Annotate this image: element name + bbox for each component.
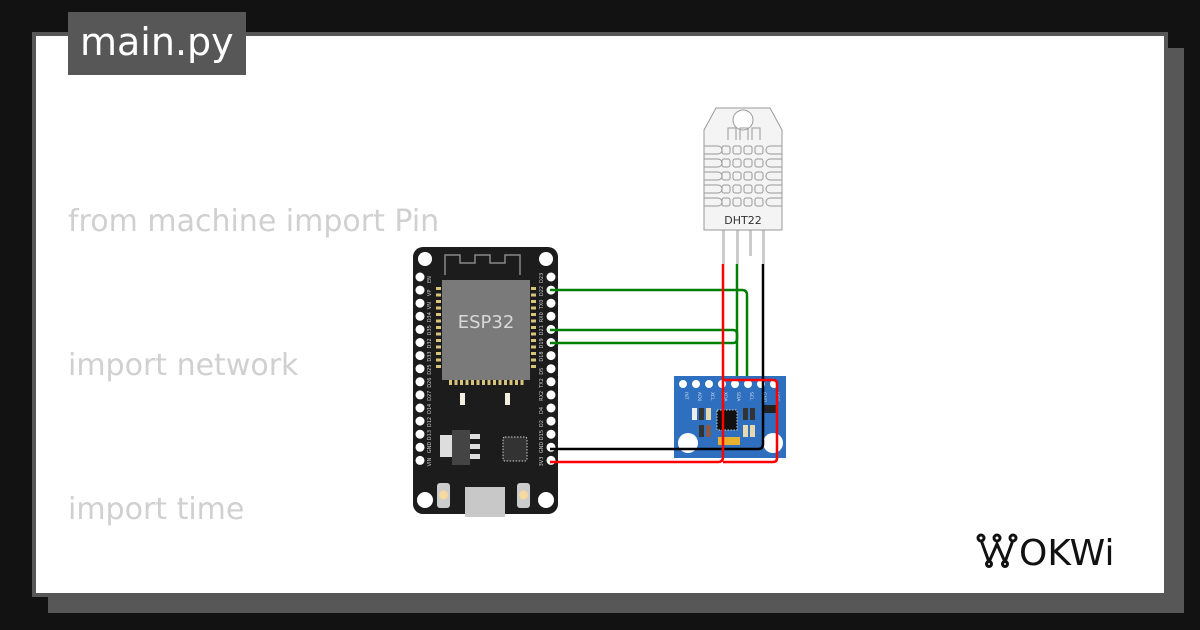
dht22-sensor[interactable]: DHT22 xyxy=(703,107,783,264)
mpu-pin-label: XCL xyxy=(709,392,715,401)
pin-label: D27 xyxy=(427,391,433,401)
code-line: import time xyxy=(68,492,245,527)
pin-label: D21 xyxy=(539,325,545,335)
wire-gnd xyxy=(550,264,765,451)
pin-label: D35 xyxy=(427,325,433,335)
pin-d23[interactable] xyxy=(546,272,556,282)
pin-label: D34 xyxy=(427,312,433,322)
mpu-pin-label: SCL xyxy=(748,392,754,401)
pin-rx0[interactable] xyxy=(546,311,556,321)
esp32-chip-label: ESP32 xyxy=(458,312,515,333)
pin-label: RX2 xyxy=(539,391,545,401)
pin-label: D13 xyxy=(427,430,433,440)
mpu-pin-label: XDA xyxy=(722,392,728,402)
pin-rx2[interactable] xyxy=(546,390,556,400)
pin-label: D25 xyxy=(427,364,433,374)
pin-d5[interactable] xyxy=(546,364,556,374)
pin-label: TX0 xyxy=(539,300,545,311)
pin-d33[interactable] xyxy=(415,351,425,361)
pin-label: EN xyxy=(427,276,433,283)
wire-sda xyxy=(550,328,739,345)
dht22-label: DHT22 xyxy=(724,214,761,227)
pin-label: 3V3 xyxy=(539,457,545,467)
pin-d26[interactable] xyxy=(415,377,425,387)
pin-d32[interactable] xyxy=(415,338,425,347)
pin-gnd[interactable] xyxy=(546,442,556,452)
pin-tx2[interactable] xyxy=(546,377,556,387)
project-card: from machine import Pin import network i… xyxy=(32,32,1168,597)
pin-d35[interactable] xyxy=(415,324,425,334)
pin-d2[interactable] xyxy=(546,416,556,426)
pin-d12[interactable] xyxy=(415,416,425,426)
pin-label: GND xyxy=(539,442,545,454)
pin-label: D26 xyxy=(427,378,433,388)
code-preview: from machine import Pin import network i… xyxy=(68,102,636,593)
pin-d25[interactable] xyxy=(415,364,425,374)
pin-label: TX2 xyxy=(539,378,545,389)
pin-label: D12 xyxy=(427,417,433,427)
code-line: import network xyxy=(68,348,299,383)
pin-label: D14 xyxy=(427,404,433,414)
pin-3v3[interactable] xyxy=(546,455,556,465)
pin-label: VN xyxy=(427,302,433,309)
mpu-pin-label: SDA xyxy=(735,392,741,402)
mpu-pin-int[interactable] xyxy=(679,380,687,388)
pin-label: GND xyxy=(427,442,433,454)
pin-label: D5 xyxy=(539,368,545,375)
pin-en[interactable] xyxy=(415,272,425,282)
pin-label: D15 xyxy=(539,430,545,440)
pin-d13[interactable] xyxy=(415,429,425,439)
pin-vin[interactable] xyxy=(415,455,425,465)
mpu-pin-label: AD0 xyxy=(696,392,702,402)
wire-vcc xyxy=(723,378,779,464)
esp32-board[interactable]: ESP32 ENVPVND34D35D32D33D25D26D27D14D12D… xyxy=(413,247,558,517)
pin-d15[interactable] xyxy=(546,429,556,439)
pin-label: VP xyxy=(427,290,433,296)
pin-label: D19 xyxy=(539,338,545,348)
pin-label: D18 xyxy=(539,351,545,361)
mpu-pin-label: INT xyxy=(683,392,689,400)
pin-d4[interactable] xyxy=(546,403,556,413)
mpu-pin-xcl[interactable] xyxy=(705,380,713,388)
wire-dht-data xyxy=(550,288,749,376)
mpu-pin-sda[interactable] xyxy=(731,380,739,388)
pin-label: VIN xyxy=(427,458,433,467)
pin-label: D33 xyxy=(427,351,433,361)
wokwi-logo-text: OKWi xyxy=(1019,533,1114,573)
mpu-pin-scl[interactable] xyxy=(744,380,752,388)
pin-label: D2 xyxy=(539,420,545,427)
pin-vp[interactable] xyxy=(415,285,425,295)
usb-port xyxy=(465,487,505,517)
file-tab[interactable]: main.py xyxy=(68,12,246,75)
pin-d34[interactable] xyxy=(415,311,425,321)
wires xyxy=(550,264,779,464)
pin-label: D22 xyxy=(539,286,545,296)
pin-d14[interactable] xyxy=(415,403,425,413)
pin-d18[interactable] xyxy=(546,351,556,361)
pin-label: D32 xyxy=(427,338,433,348)
pin-d27[interactable] xyxy=(415,390,425,400)
wokwi-logo[interactable]: OKWi xyxy=(975,528,1150,573)
code-line: from machine import Pin xyxy=(68,204,440,239)
mpu-pin-ad0[interactable] xyxy=(692,380,700,388)
wire-3v3 xyxy=(550,264,725,464)
pin-label: RX0 xyxy=(539,312,545,322)
pin-tx0[interactable] xyxy=(546,298,556,308)
pin-gnd[interactable] xyxy=(415,442,425,452)
pin-label: D23 xyxy=(539,273,545,283)
pin-label: D4 xyxy=(539,407,545,414)
pin-vn[interactable] xyxy=(415,298,425,308)
